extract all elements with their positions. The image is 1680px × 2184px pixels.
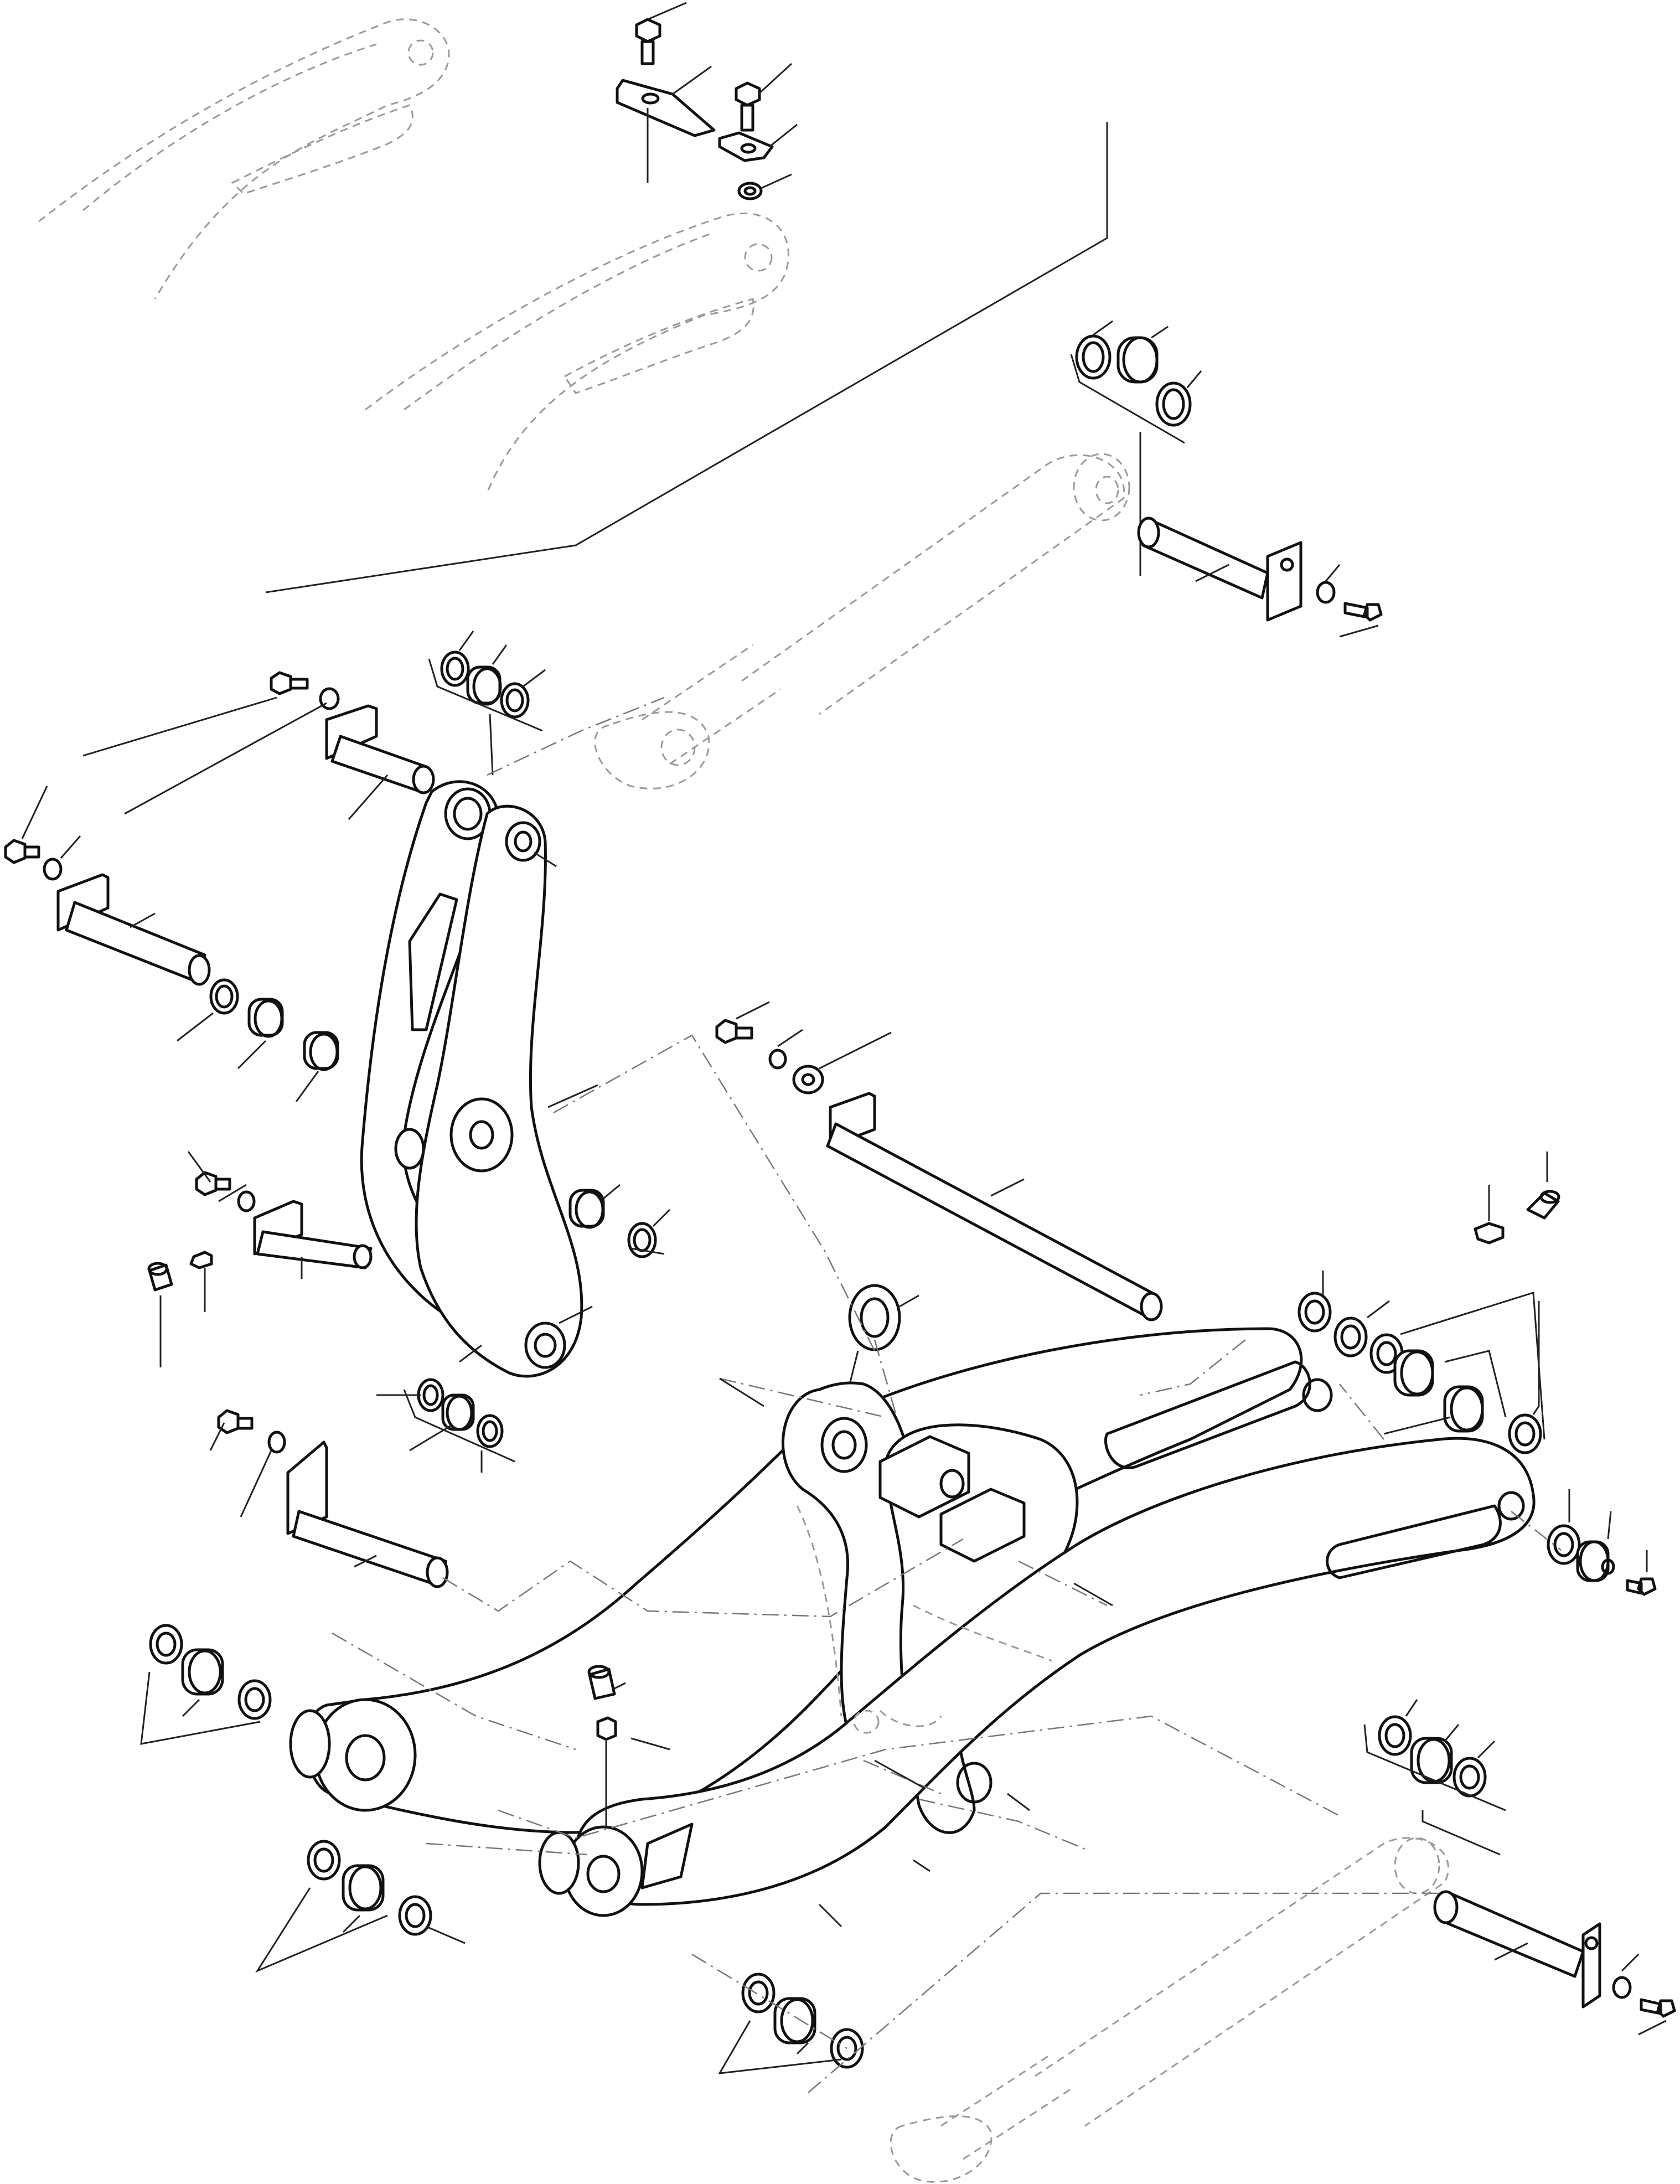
washer-icon	[737, 182, 763, 200]
leader-bracket-top	[265, 122, 1108, 593]
phantom-centerlines	[332, 696, 1562, 2093]
bushing-set-lower-right	[1363, 1699, 1506, 1856]
pin-far-left	[4, 786, 211, 986]
grease-fittings-right	[1474, 1152, 1560, 1245]
washer-icon	[1316, 581, 1336, 604]
hex-bolt-icon	[217, 1409, 254, 1434]
bushing-pair-link	[568, 1184, 671, 1258]
pin-upper-right	[1137, 517, 1383, 638]
hex-bolt-icon	[1626, 1577, 1657, 1596]
washer-icon	[319, 687, 340, 710]
washer-icon	[237, 1190, 256, 1212]
hex-bolt-icon	[715, 1019, 753, 1044]
bushing-set-left-top	[428, 631, 546, 776]
hex-bolt-icon	[270, 671, 309, 695]
bushing-set-upper-right	[1070, 320, 1202, 576]
leader-lines-misc	[719, 1377, 1113, 1928]
loader-boom-arm	[289, 1327, 1536, 1917]
ghost-cylinder-upper	[594, 453, 1130, 789]
pin-long-center	[715, 1001, 1163, 1321]
hex-bolt-icon	[1640, 1998, 1676, 2018]
grease-nipple-icon	[189, 1251, 213, 1269]
grease-nipple-icon	[1474, 1222, 1505, 1245]
hex-bolt-icon	[735, 81, 761, 132]
bushing-set-link-lower	[376, 1344, 515, 1473]
top-hardware-group	[616, 2, 798, 200]
washer-icon	[768, 1049, 787, 1070]
hex-bolt-icon	[635, 18, 661, 65]
grease-nipple-icon	[596, 1716, 617, 1741]
pin-left-top	[82, 671, 435, 820]
bushing-row-left	[177, 978, 339, 1102]
washer-icon	[43, 858, 63, 881]
bushing-set-arm-lower	[255, 1840, 466, 1973]
link-plate-front	[415, 804, 598, 1378]
bushing-chain-right	[1298, 1271, 1545, 1454]
grease-fitting-center	[587, 1665, 670, 1827]
pointed-plate	[616, 79, 716, 137]
pin-lower-right	[1433, 1890, 1676, 2036]
pin-lower-left	[209, 1409, 449, 1588]
washer-icon	[1612, 1976, 1632, 1999]
washer-icon	[267, 1431, 286, 1454]
ghost-cylinder-lower	[890, 1837, 1449, 2183]
hex-bolt-icon	[4, 839, 40, 864]
bushing-set-arm-left	[140, 1624, 272, 1745]
hex-bolt-icon	[195, 1171, 231, 1196]
hex-bolt-icon	[1343, 602, 1383, 622]
grease-fittings-left	[147, 1251, 213, 1367]
bushing-set-bottom	[718, 1973, 864, 2074]
ghost-bucket-arms	[38, 18, 789, 493]
pin-left-middle	[187, 1151, 373, 1279]
arm-end-hardware	[1547, 1489, 1657, 1596]
spacer-ring	[792, 1065, 824, 1094]
small-plate	[718, 131, 774, 162]
